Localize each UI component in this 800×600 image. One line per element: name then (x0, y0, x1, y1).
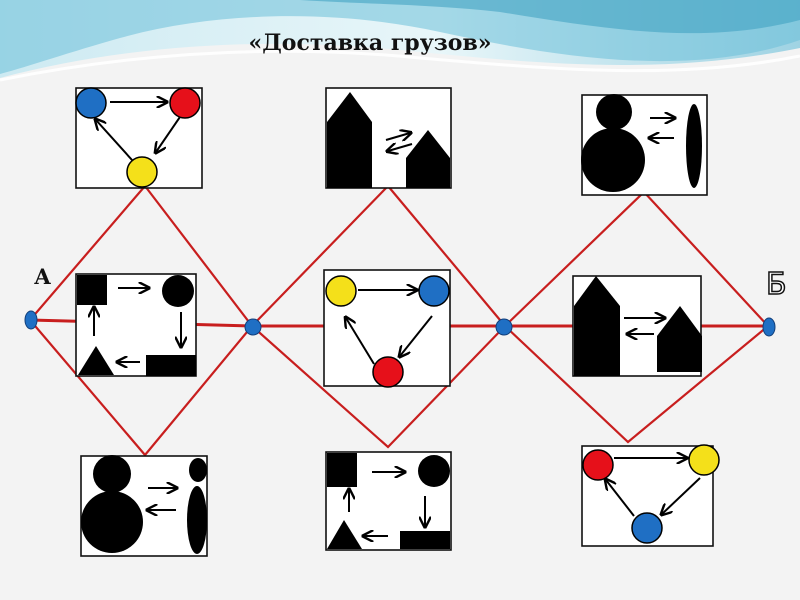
route-diamond-2 (250, 184, 507, 449)
cargo-card-mid-2[interactable] (323, 269, 451, 388)
header-wave-banner (0, 0, 800, 95)
cargo-card-bottom-2[interactable] (325, 451, 452, 551)
cargo-card-top-2[interactable] (325, 87, 452, 189)
blue-ball (75, 87, 107, 119)
route-nodes (24, 310, 776, 337)
cargo-card-top-3[interactable] (581, 94, 708, 196)
page-title: «Доставка грузов» (248, 30, 492, 56)
yellow-ball (126, 156, 158, 188)
route-node-end[interactable] (762, 317, 776, 337)
start-point-label: А (34, 264, 52, 289)
red-ball (169, 87, 201, 119)
route-diamond-1 (28, 184, 254, 457)
cargo-card-bottom-1[interactable] (80, 455, 208, 557)
route-node-2[interactable] (495, 318, 513, 336)
blue-ball (631, 512, 663, 544)
yellow-ball (325, 275, 357, 307)
route-node-start[interactable] (24, 310, 38, 330)
red-ball (372, 356, 404, 388)
cargo-card-bottom-3[interactable] (581, 444, 720, 547)
red-ball (582, 449, 614, 481)
cargo-card-mid-3[interactable] (572, 275, 702, 377)
route-node-1[interactable] (244, 318, 262, 336)
cargo-card-mid-1[interactable] (75, 273, 197, 377)
yellow-ball (688, 444, 720, 476)
blue-ball (418, 275, 450, 307)
cargo-card-top-1[interactable] (75, 87, 203, 189)
end-point-label: Б (765, 267, 787, 302)
route-diamond-3 (503, 190, 770, 444)
